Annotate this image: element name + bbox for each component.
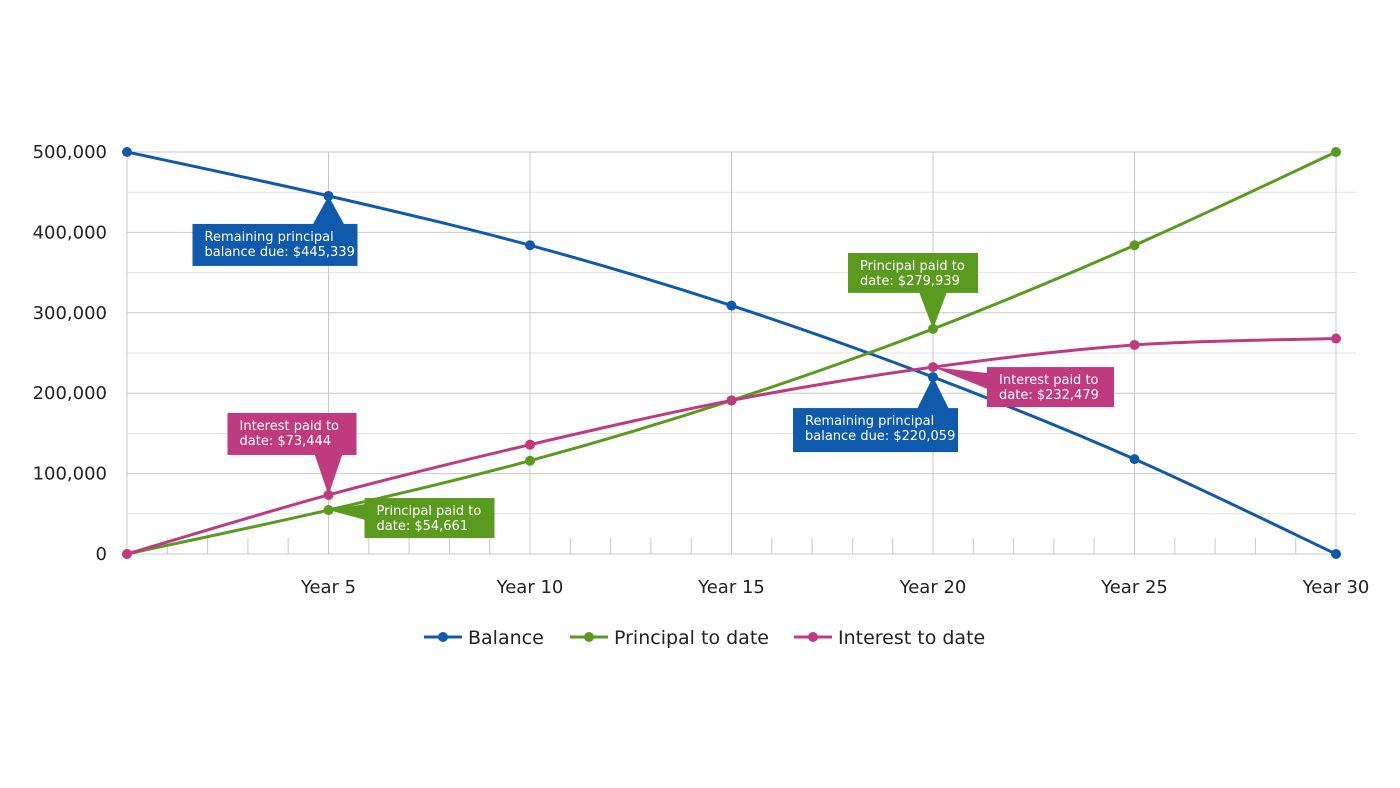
y-tick-label: 0: [96, 544, 107, 565]
callout-box: [364, 498, 495, 539]
legend-label: Principal to date: [614, 627, 769, 649]
data-point-balance: [525, 240, 535, 251]
data-point-interest-to-date: [525, 439, 535, 450]
legend-label: Interest to date: [838, 627, 985, 649]
y-tick-label: 200,000: [33, 383, 107, 404]
legend-marker: [438, 632, 448, 642]
legend-item: Interest to date: [794, 627, 985, 649]
legend: Balance Principal to date Interest to date: [424, 627, 985, 649]
callout-text: Principal paid to: [377, 504, 482, 519]
callout-text: Interest paid to: [999, 373, 1099, 388]
callout-text: date: $54,661: [377, 519, 469, 534]
callout-box: [793, 408, 958, 453]
y-tick-label: 100,000: [33, 464, 107, 485]
legend-label: Balance: [468, 627, 544, 649]
data-point-balance: [726, 300, 737, 311]
callout-text: Remaining principal: [805, 414, 934, 429]
callout-box: [227, 412, 357, 455]
y-tick-label: 300,000: [33, 303, 107, 324]
y-tick-label: 400,000: [33, 222, 107, 243]
callout-box: [848, 252, 978, 293]
callout-pointer: [919, 291, 947, 329]
data-point-principal-to-date: [525, 455, 535, 466]
data-point-balance: [1129, 454, 1140, 465]
data-point-balance: [1331, 549, 1341, 559]
x-tick-label: Year 5: [300, 577, 356, 598]
series-lines: [122, 147, 1341, 559]
callout-box: [192, 223, 358, 266]
data-point-balance: [122, 147, 132, 157]
x-tick-label: Year 15: [697, 577, 765, 598]
data-point-interest-to-date: [1129, 339, 1140, 350]
callout-pointer: [312, 195, 345, 225]
callout-box: [987, 367, 1114, 408]
callout-text: Principal paid to: [860, 259, 965, 274]
data-point-interest-to-date: [1331, 333, 1341, 344]
data-point-principal-to-date: [1331, 147, 1341, 157]
x-tick-label: Year 20: [899, 577, 967, 598]
legend-item: Balance: [424, 627, 544, 649]
callout-text: balance due: $445,339: [205, 245, 355, 260]
x-tick-label: Year 10: [496, 577, 564, 598]
x-axis-tick-labels: Year 5 Year 10 Year 15 Year 20 Year 25 Year 3…: [300, 577, 1370, 598]
y-axis-tick-labels: 0 100,000 200,000 300,000 400,000 500,000: [33, 142, 107, 565]
callout-text: balance due: $220,059: [805, 429, 955, 444]
x-tick-label: Year 25: [1100, 577, 1168, 598]
data-point-principal-to-date: [1129, 240, 1140, 251]
callout-pointer: [314, 453, 343, 495]
data-point-interest-to-date: [122, 549, 132, 559]
callout-text: Remaining principal: [205, 230, 334, 245]
legend-item: Principal to date: [570, 627, 769, 649]
legend-marker: [808, 632, 818, 642]
callout-pointer: [328, 504, 366, 521]
y-tick-label: 500,000: [33, 142, 107, 163]
data-point-interest-to-date: [726, 395, 737, 406]
callout-text: Interest paid to: [240, 419, 340, 434]
x-tick-label: Year 30: [1302, 577, 1370, 598]
callout-pointer: [917, 377, 949, 410]
callout-text: date: $279,939: [860, 274, 960, 289]
callout-text: date: $232,479: [999, 388, 1099, 403]
grid-lines: [126, 151, 1356, 555]
legend-marker: [584, 632, 594, 642]
callout-pointer: [933, 367, 988, 390]
callout-text: date: $73,444: [240, 434, 332, 449]
